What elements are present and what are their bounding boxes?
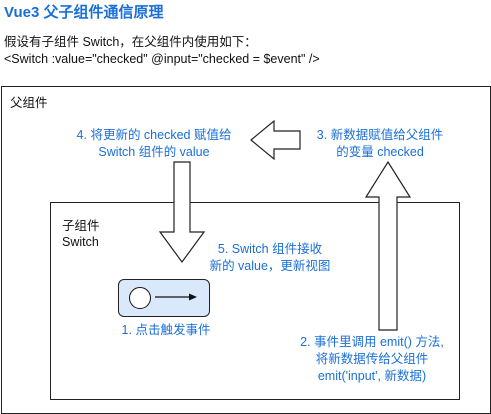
step-5-line-2: 新的 value，更新视图 [209, 259, 331, 273]
switch-control[interactable] [118, 279, 210, 317]
parent-component-label: 父组件 [10, 96, 48, 110]
step-2-line-3: emit('input', 新数据) [317, 369, 427, 383]
step-4-note: 4. 将更新的 checked 赋值给 Switch 组件的 value [54, 127, 254, 161]
switch-knob [129, 287, 151, 309]
intro-line-2: <Switch :value="checked" @input="checked… [4, 52, 320, 66]
intro-text: 假设有子组件 Switch，在父组件内使用如下： <Switch :value=… [4, 34, 320, 68]
arrow-step3-to-step4 [250, 119, 301, 161]
step-3-note: 3. 新数据赋值给父组件 的变量 checked [300, 127, 460, 161]
step-3-line-2: 的变量 checked [336, 145, 424, 159]
step-2-note: 2. 事件里调用 emit() 方法, 将新数据传给父组件 emit('inpu… [282, 334, 462, 385]
step-1-line-1: 1. 点击触发事件 [121, 323, 211, 337]
intro-line-1: 假设有子组件 Switch，在父组件内使用如下： [4, 35, 257, 49]
child-component-label: 子组件 Switch [62, 218, 100, 250]
step-5-note: 5. Switch 组件接收 新的 value，更新视图 [195, 241, 345, 275]
step-4-line-1: 4. 将更新的 checked 赋值给 [76, 128, 232, 142]
step-5-line-1: 5. Switch 组件接收 [217, 242, 323, 256]
switch-arrow-icon [155, 293, 197, 301]
diagram-title: Vue3 父子组件通信原理 [4, 4, 164, 21]
step-2-line-2: 将新数据传给父组件 [315, 352, 429, 366]
step-2-line-1: 2. 事件里调用 emit() 方法, [300, 335, 444, 349]
child-label-line-2: Switch [62, 235, 99, 249]
child-label-line-1: 子组件 [62, 219, 100, 233]
arrow-step4-to-switch [158, 161, 206, 264]
step-1-note: 1. 点击触发事件 [96, 322, 236, 339]
step-4-line-2: Switch 组件的 value [98, 145, 210, 159]
arrow-step2-to-step3 [364, 160, 412, 331]
step-3-line-1: 3. 新数据赋值给父组件 [316, 128, 444, 142]
